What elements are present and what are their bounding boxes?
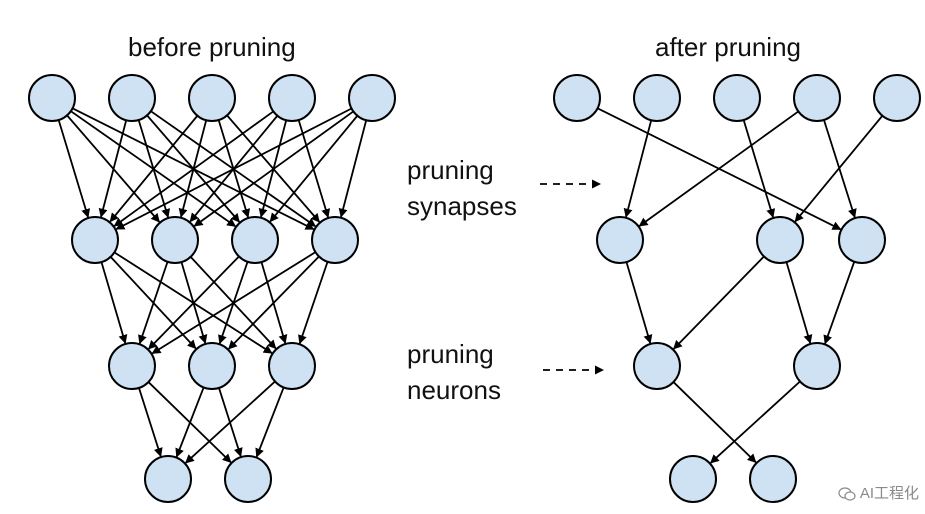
- after-synapse: [638, 110, 799, 227]
- after-synapse: [625, 261, 653, 344]
- before-synapse: [255, 387, 285, 458]
- after-synapse: [742, 119, 776, 218]
- before-network-nodes: [28, 74, 396, 503]
- before-synapse: [100, 261, 128, 344]
- after-neuron-layer-4: [669, 455, 717, 503]
- after-neuron-layer-2: [756, 216, 804, 264]
- after-network-edges: [597, 107, 884, 464]
- watermark: AI工程化: [838, 482, 919, 503]
- pruning-neurons-line2: neurons: [407, 375, 501, 405]
- after-neuron-layer-2: [596, 216, 644, 264]
- after-neuron-layer-3: [633, 342, 681, 390]
- before-synapse: [193, 110, 354, 227]
- before-neuron-layer-1: [188, 74, 236, 122]
- pruning-synapses-line1: pruning: [407, 155, 494, 185]
- after-network-nodes: [553, 74, 921, 503]
- before-neuron-layer-4: [144, 455, 192, 503]
- after-synapse: [673, 255, 765, 350]
- before-synapse: [148, 255, 240, 350]
- pruning-synapses-label: pruning synapses: [407, 152, 517, 224]
- before-synapse: [175, 387, 205, 458]
- after-synapse: [623, 120, 653, 218]
- before-neuron-layer-2: [311, 216, 359, 264]
- label-arrows: [540, 179, 604, 375]
- before-neuron-layer-1: [348, 74, 396, 122]
- after-synapse: [672, 381, 757, 463]
- before-synapse: [115, 107, 352, 230]
- before-synapse: [113, 110, 274, 227]
- pruning-neurons-line1: pruning: [407, 339, 494, 369]
- before-neuron-layer-3: [188, 342, 236, 390]
- after-neuron-layer-1: [633, 74, 681, 122]
- before-neuron-layer-3: [268, 342, 316, 390]
- before-neuron-layer-2: [151, 216, 199, 264]
- after-neuron-layer-1: [793, 74, 841, 122]
- after-neuron-layer-2: [838, 216, 886, 264]
- before-synapse: [269, 115, 359, 223]
- before-synapse: [138, 387, 163, 458]
- before-synapse: [338, 120, 368, 218]
- before-neuron-layer-1: [268, 74, 316, 122]
- after-neuron-layer-3: [793, 342, 841, 390]
- after-neuron-layer-4: [749, 455, 797, 503]
- before-neuron-layer-2: [231, 216, 279, 264]
- pruning-neurons-label: pruning neurons: [407, 336, 501, 408]
- before-neuron-layer-2: [71, 216, 119, 264]
- before-synapse: [138, 261, 169, 345]
- before-neuron-layer-4: [224, 455, 272, 503]
- pruning-synapses-line2: synapses: [407, 191, 517, 221]
- before-synapse: [228, 255, 320, 350]
- watermark-text: AI工程化: [859, 485, 919, 502]
- after-synapse: [710, 380, 801, 464]
- before-network-edges: [57, 107, 368, 464]
- before-neuron-layer-1: [28, 74, 76, 122]
- before-neuron-layer-1: [108, 74, 156, 122]
- after-synapse: [794, 115, 884, 223]
- after-neuron-layer-1: [553, 74, 601, 122]
- after-synapse: [823, 261, 856, 345]
- after-pruning-title: after pruning: [655, 32, 801, 62]
- before-synapse: [151, 251, 316, 355]
- before-synapse: [109, 115, 199, 223]
- before-synapse: [298, 261, 329, 345]
- before-synapse: [185, 380, 276, 464]
- after-neuron-layer-1: [713, 74, 761, 122]
- wechat-icon: [838, 487, 856, 501]
- before-pruning-title: before pruning: [128, 32, 296, 62]
- after-neuron-layer-1: [873, 74, 921, 122]
- before-synapse: [98, 120, 128, 218]
- after-synapse: [785, 261, 813, 344]
- before-neuron-layer-3: [108, 342, 156, 390]
- before-synapse: [57, 119, 91, 218]
